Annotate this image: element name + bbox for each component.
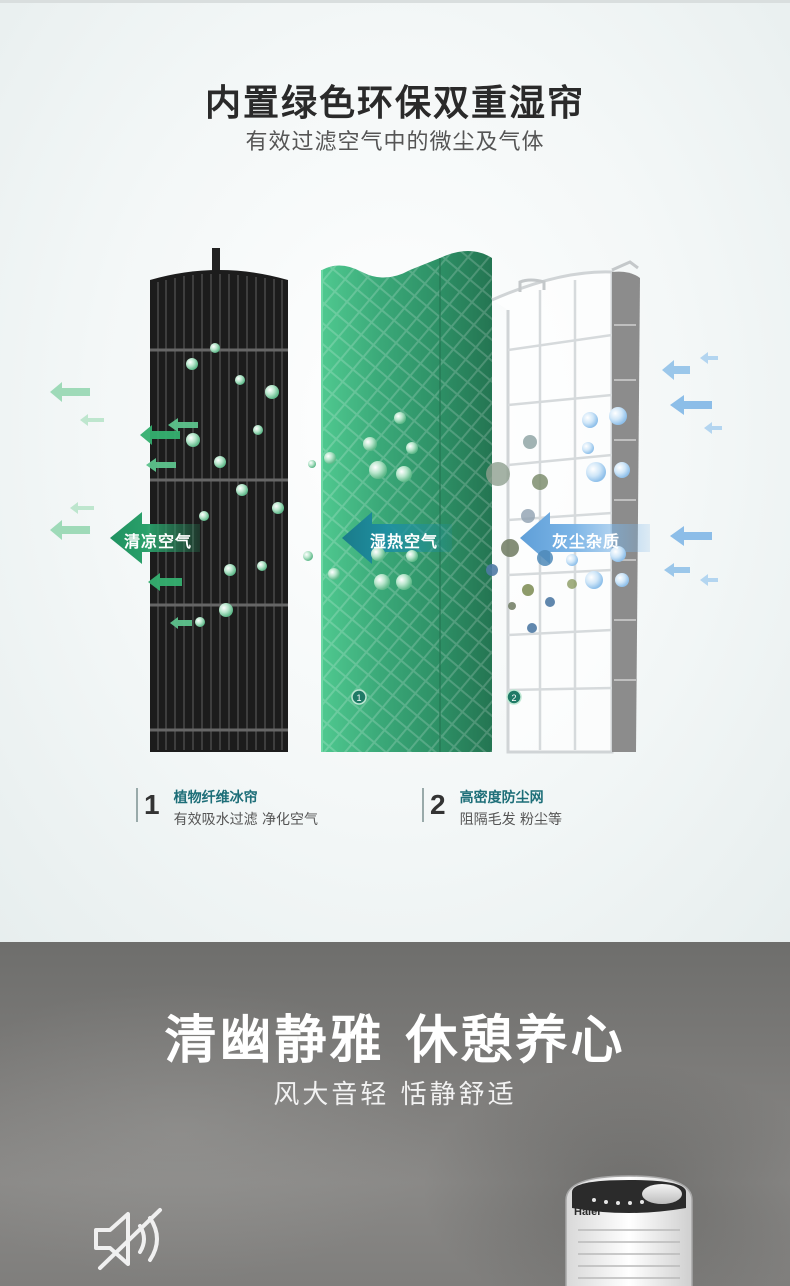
svg-text:2: 2 [511,693,516,703]
legend-number: 2 [422,788,446,822]
mute-speaker-icon [94,1208,162,1270]
warm-air-label: 湿热空气 [370,532,439,551]
quiet-section: 清幽静雅 休憩养心 风大音轻 恬静舒适 [0,942,790,1286]
legend-item-curtain: 1 植物纤维冰帘 有效吸水过滤 净化空气 [136,788,318,832]
brand-logo: Haier [574,1206,602,1218]
cool-air-label: 清凉空气 [124,532,193,551]
quiet-title: 清幽静雅 休憩养心 [164,1011,626,1071]
wet-curtain [321,251,492,752]
water-bubbles [186,343,418,627]
cool-air-small-arrows [140,418,198,629]
legend-number: 1 [136,788,160,822]
filter-section: 内置绿色环保双重湿帘 有效过滤空气中的微尘及气体 [0,0,790,942]
top-divider [0,0,790,3]
background-texture [0,982,440,1282]
filter-subtitle: 有效过滤空气中的微尘及气体 [245,130,545,155]
quiet-subtitle: 风大音轻 恬静舒适 [273,1080,517,1110]
legend-title: 高密度防尘网 [459,790,544,806]
dust-arrows-right [662,352,722,586]
filter-title: 内置绿色环保双重湿帘 [204,83,585,124]
svg-text:1: 1 [356,693,361,703]
filter-illustration: 1 2 [50,248,722,754]
cool-air-arrows-left [50,382,104,540]
legend-desc: 阻隔毛发 粉尘等 [459,812,563,828]
warm-air-arrow [342,512,452,564]
marker-1: 1 [351,689,367,705]
cool-air-arrow [110,512,200,564]
product-image [565,1175,693,1286]
marker-2: 2 [506,689,522,705]
dust-label: 灰尘杂质 [552,532,621,551]
dust-particles [486,435,577,633]
fan-rotor [150,248,288,752]
legend-item-net: 2 高密度防尘网 阻隔毛发 粉尘等 [422,788,562,832]
dust-net [491,260,640,754]
legend-desc: 有效吸水过滤 净化空气 [173,812,319,828]
legend-title: 植物纤维冰帘 [173,790,258,806]
air-bubbles-blue [566,407,630,589]
